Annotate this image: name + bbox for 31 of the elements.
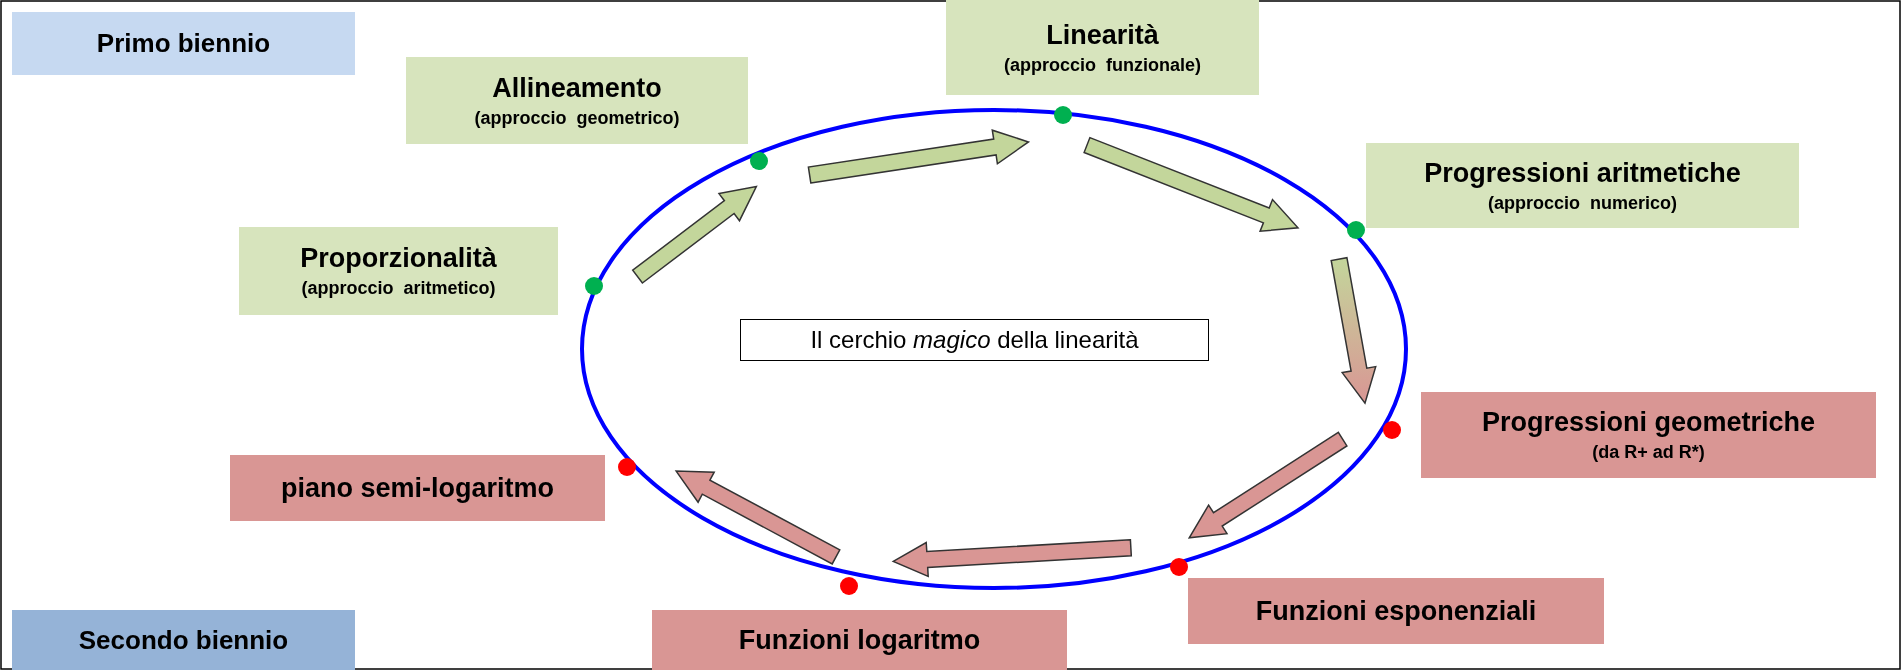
topic-subtitle: (approccio aritmetico) (301, 278, 496, 299)
block-arrow (674, 470, 841, 565)
topic-box (239, 227, 558, 315)
topic-box (406, 57, 748, 144)
topic-box (1421, 392, 1876, 478)
topic-title: Allineamento (492, 72, 662, 104)
topic-title: Linearità (1046, 19, 1159, 51)
topic-title: piano semi-logaritmo (280, 472, 554, 504)
legend-label: Secondo biennio (78, 624, 289, 656)
block-arrow (807, 129, 1031, 184)
topic-subtitle: (da R+ ad R*) (1592, 442, 1705, 463)
legend-label: Primo biennio (96, 28, 271, 59)
topic-title: Funzioni logaritmo (738, 624, 981, 656)
topic-subtitle: (approccio funzionale) (1004, 54, 1201, 76)
topic-box (1188, 578, 1604, 644)
topic-box (652, 610, 1067, 670)
block-arrow (1330, 256, 1377, 405)
topic-box (1366, 143, 1799, 228)
topic-subtitle: (approccio geometrico) (474, 107, 680, 129)
block-arrow (891, 539, 1133, 578)
block-arrow (1083, 136, 1300, 233)
topic-subtitle: (approccio numerico) (1488, 192, 1677, 214)
topic-title: Funzioni esponenziali (1255, 595, 1537, 627)
topic-title: Progressioni aritmetiche (1424, 157, 1741, 189)
title-label: Il cerchio magico della linearità (740, 319, 1209, 361)
block-arrow (1187, 431, 1348, 539)
block-arrow (631, 185, 758, 285)
topic-box (946, 0, 1259, 95)
topic-title: Proporzionalità (300, 243, 497, 274)
topic-title: Progressioni geometriche (1481, 407, 1816, 438)
topic-box (230, 455, 605, 521)
